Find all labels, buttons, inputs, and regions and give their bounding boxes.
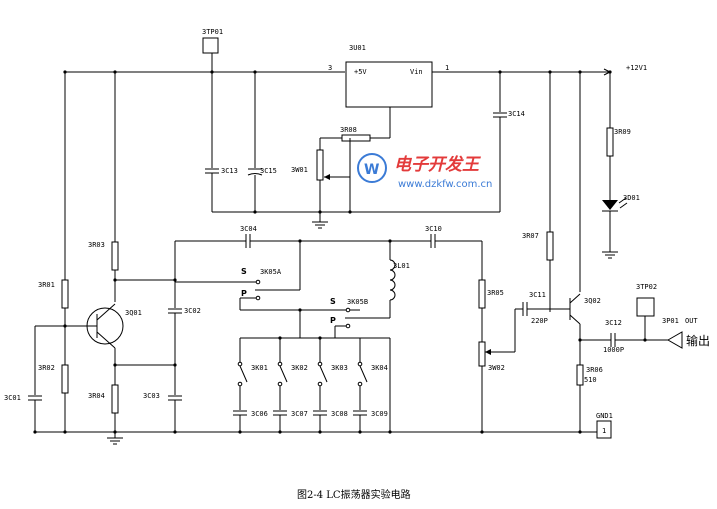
label-k05a: 3K05A <box>260 268 282 276</box>
label-r01: 3R01 <box>38 281 55 289</box>
k05b-contact-p <box>345 323 351 329</box>
label-r05: 3R05 <box>487 289 504 297</box>
testpoint-tp01 <box>202 37 219 54</box>
label-q02: 3Q02 <box>584 297 601 305</box>
label-c14: 3C14 <box>508 110 525 118</box>
watermark-logo-icon <box>357 153 387 183</box>
label-pin3: 3 <box>328 64 332 72</box>
label-r07: 3R07 <box>522 232 539 240</box>
label-k05b: 3K05B <box>347 298 368 306</box>
label-c09: 3C09 <box>371 410 388 418</box>
label-w01: 3W01 <box>291 166 308 174</box>
junction-dots <box>33 70 647 434</box>
q01-emitter-leg <box>96 331 116 349</box>
figure-caption: 图2-4 LC振荡器实验电路 <box>297 488 411 501</box>
label-p1: P <box>241 289 247 298</box>
label-l01: 3L01 <box>393 262 410 270</box>
label-r08: 3R08 <box>340 126 357 134</box>
label-u01-vin: Vin <box>410 68 423 76</box>
switch-k02 <box>273 338 288 432</box>
led-d01 <box>602 200 618 210</box>
label-c10: 3C10 <box>425 225 442 233</box>
label-k04: 3K04 <box>371 364 388 372</box>
label-c11: 3C11 <box>529 291 546 299</box>
resistor-r01 <box>61 279 69 309</box>
k05a-contact-p <box>255 295 261 301</box>
label-c06: 3C06 <box>251 410 268 418</box>
output-connector-p01 <box>666 331 683 349</box>
label-c02: 3C02 <box>184 307 201 315</box>
w02-arrowhead <box>485 349 491 355</box>
label-c12: 3C12 <box>605 319 622 327</box>
q02-emitter-leg <box>569 314 581 325</box>
label-gnd1-pin: 1 <box>602 427 606 435</box>
label-s1: S <box>241 267 247 276</box>
k05a-contact-s <box>255 279 261 285</box>
label-k03: 3K03 <box>331 364 348 372</box>
label-r06v: 510 <box>584 376 597 384</box>
resistor-r08 <box>341 134 371 142</box>
label-r04: 3R04 <box>88 392 105 400</box>
q02-collector-leg <box>569 293 581 304</box>
testpoint-tp02 <box>636 297 655 317</box>
k05b-contact-s <box>345 307 351 313</box>
connector-gnd1 <box>596 420 612 439</box>
label-r06: 3R06 <box>586 366 603 374</box>
label-r02: 3R02 <box>38 364 55 372</box>
label-k02: 3K02 <box>291 364 308 372</box>
label-c11v: 220P <box>531 317 548 325</box>
label-c01: 3C01 <box>4 394 21 402</box>
switch-k03 <box>313 338 328 432</box>
label-r09: 3R09 <box>614 128 631 136</box>
label-p01: 3P01 <box>662 317 679 325</box>
resistor-r06 <box>576 364 584 386</box>
label-c04: 3C04 <box>240 225 257 233</box>
resistor-r03 <box>111 241 119 271</box>
label-u01: 3U01 <box>349 44 366 52</box>
watermark-title: 电子开发王 <box>394 155 481 175</box>
led-ray-2 <box>619 202 628 209</box>
resistor-r05 <box>478 279 486 309</box>
label-out: OUT <box>685 317 698 325</box>
label-d01: 3D01 <box>623 194 640 202</box>
watermark-url: www.dzkfw.com.cn <box>398 179 492 190</box>
label-tp01: 3TP01 <box>202 28 223 36</box>
label-r03: 3R03 <box>88 241 105 249</box>
label-s2: S <box>330 297 336 306</box>
switch-k04 <box>353 338 368 432</box>
inductor-l01 <box>389 259 396 301</box>
label-k01: 3K01 <box>251 364 268 372</box>
label-w02: 3W02 <box>488 364 505 372</box>
resistor-r07 <box>546 231 554 261</box>
q01-collector-leg <box>96 303 116 321</box>
resistor-r04 <box>111 384 119 414</box>
label-c15: 3C15 <box>260 167 277 175</box>
label-c03: 3C03 <box>143 392 160 400</box>
label-tp02: 3TP02 <box>636 283 657 291</box>
c15-plate-2 <box>247 173 263 176</box>
potentiometer-w02 <box>478 341 486 367</box>
led-ray-1 <box>618 197 627 204</box>
label-12v: +12V1 <box>626 64 647 72</box>
regulator-u01 <box>345 61 433 108</box>
w01-arrowhead <box>324 174 330 180</box>
watermark: W 电子开发王 www.dzkfw.com.cn <box>357 153 492 190</box>
label-p2: P <box>330 316 336 325</box>
switch-k01 <box>233 338 248 432</box>
label-out-cn: 输出 <box>686 333 710 348</box>
label-gnd1: GND1 <box>596 412 613 420</box>
label-c07: 3C07 <box>291 410 308 418</box>
label-c08: 3C08 <box>331 410 348 418</box>
watermark-logo-letter: W <box>364 162 379 178</box>
label-pin1: 1 <box>445 64 449 72</box>
label-c12v: 1000P <box>603 346 624 354</box>
resistor-r02 <box>61 364 69 394</box>
label-q01: 3Q01 <box>125 309 142 317</box>
resistor-r09 <box>606 127 614 157</box>
potentiometer-w01 <box>316 149 324 181</box>
label-c13: 3C13 <box>221 167 238 175</box>
label-u01-in: +5V <box>354 68 367 76</box>
